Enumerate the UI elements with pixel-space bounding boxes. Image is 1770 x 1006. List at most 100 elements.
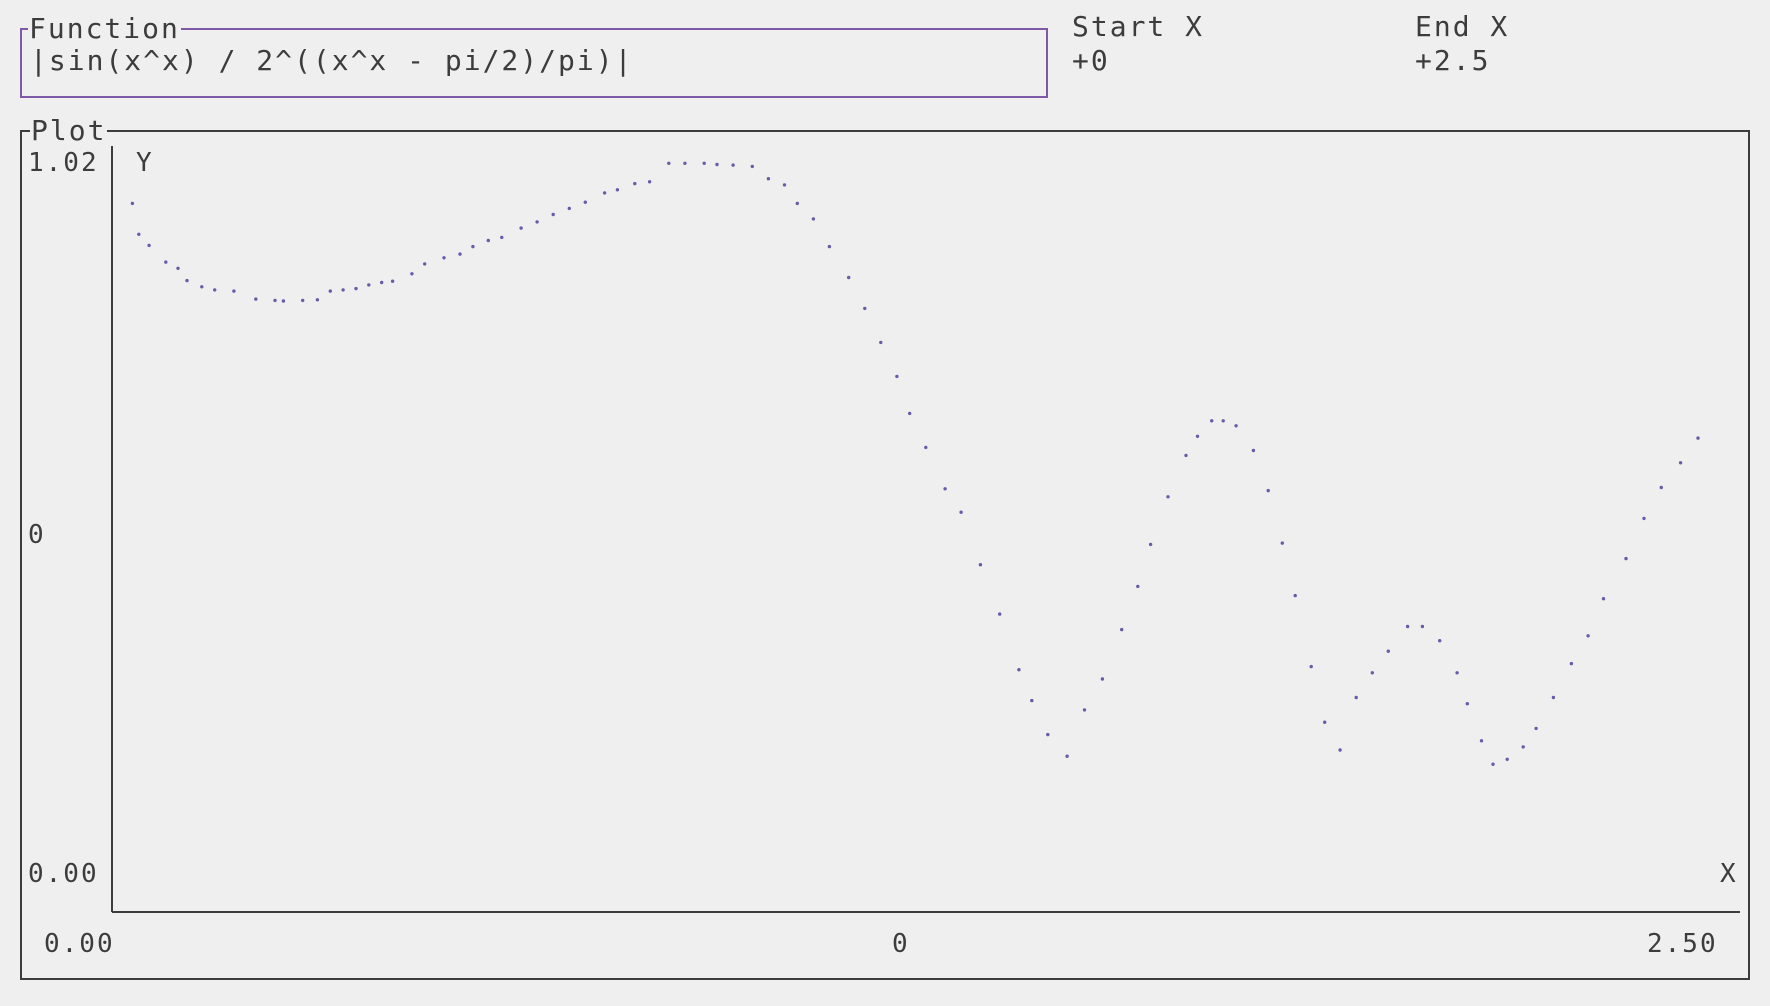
end-x-label: End X [1415, 10, 1510, 43]
data-point [795, 201, 799, 206]
data-point [1438, 639, 1442, 643]
data-point [137, 232, 141, 236]
y-tick-label-mid: 0 [28, 520, 46, 550]
data-point [895, 374, 899, 379]
data-point [602, 191, 607, 195]
data-point [1586, 634, 1590, 638]
y-tick-label-min: 0.00 [28, 859, 99, 889]
end-x-field[interactable]: +2.5 [1415, 44, 1491, 77]
data-point [390, 279, 395, 283]
data-point [500, 235, 504, 240]
plot-panel-title: Plot [30, 114, 108, 147]
data-point [1136, 584, 1140, 589]
start-x-label: Start X [1072, 10, 1205, 43]
data-point [1323, 720, 1327, 724]
data-point [998, 612, 1002, 616]
data-point [1601, 597, 1606, 601]
data-point [315, 298, 320, 302]
data-point [213, 288, 217, 292]
data-point [1465, 702, 1470, 706]
data-point [715, 162, 719, 167]
data-point [1120, 627, 1124, 632]
data-point [1505, 757, 1509, 761]
x-tick-label-max: 2.50 [1647, 929, 1718, 959]
data-point [486, 238, 490, 243]
function-input[interactable] [30, 40, 1030, 80]
data-point [1338, 748, 1342, 752]
data-point [1386, 649, 1391, 653]
data-point [583, 200, 587, 204]
data-point [1551, 695, 1556, 700]
data-point [200, 285, 204, 289]
data-point [567, 206, 571, 211]
data-point [1082, 708, 1087, 712]
data-point [978, 563, 983, 567]
x-tick-label-min: 0.00 [44, 929, 115, 959]
data-point [471, 244, 475, 249]
data-point [1266, 488, 1270, 493]
data-point [1210, 419, 1214, 423]
data-point [164, 260, 168, 264]
data-point [1420, 624, 1425, 629]
data-point [766, 177, 771, 181]
data-points [130, 161, 1700, 766]
data-point [1354, 695, 1358, 700]
data-point [1280, 541, 1285, 545]
data-point [442, 256, 446, 260]
data-point [1184, 453, 1188, 458]
data-point [147, 243, 151, 248]
function-panel: Function [20, 13, 1048, 98]
data-point [827, 244, 832, 249]
data-point [1017, 668, 1021, 672]
data-point [232, 289, 236, 293]
data-point [1624, 556, 1628, 561]
data-point [1370, 671, 1375, 675]
data-point [535, 220, 539, 224]
data-point [380, 280, 384, 285]
y-tick-label-max: 1.02 [28, 148, 99, 178]
data-point [1293, 593, 1297, 598]
data-point [130, 201, 135, 206]
data-point [1534, 726, 1538, 731]
data-point [1678, 461, 1683, 465]
data-point [879, 340, 883, 345]
data-point [1479, 739, 1484, 743]
data-point [683, 161, 687, 165]
data-point [782, 183, 787, 187]
data-point [847, 275, 851, 280]
data-point [1221, 419, 1225, 423]
data-point [1659, 485, 1664, 490]
plot-chart: 1.02 0 0.00 0.00 0 2.50 Y X [28, 146, 1740, 959]
start-x-field[interactable]: +0 [1072, 44, 1110, 77]
data-point [551, 212, 555, 217]
data-point [1234, 424, 1238, 428]
data-point [354, 286, 358, 291]
data-point [943, 487, 947, 491]
data-point [750, 164, 754, 169]
data-point [328, 289, 332, 293]
data-point [863, 306, 867, 311]
data-point [647, 180, 652, 184]
data-point [301, 298, 305, 303]
data-point [273, 298, 277, 303]
plot-panel: Plot 1.02 0 0.00 0.00 0 2.50 Y X [20, 115, 1750, 980]
data-point [1251, 448, 1256, 453]
data-point [1521, 745, 1525, 749]
data-point [1696, 436, 1700, 440]
x-tick-label-mid: 0 [892, 929, 910, 959]
data-point [254, 297, 258, 301]
data-point [176, 266, 180, 270]
data-point [1148, 542, 1153, 547]
data-point [1166, 495, 1170, 499]
data-point [185, 278, 189, 283]
data-point [1100, 677, 1105, 681]
data-point [519, 226, 523, 230]
data-point [615, 188, 620, 192]
data-point [1642, 516, 1646, 521]
y-axis-label: Y [136, 148, 154, 178]
data-point [281, 299, 286, 303]
data-point [1065, 754, 1069, 758]
data-point [959, 510, 963, 514]
data-point [924, 445, 928, 450]
data-point [908, 411, 912, 416]
